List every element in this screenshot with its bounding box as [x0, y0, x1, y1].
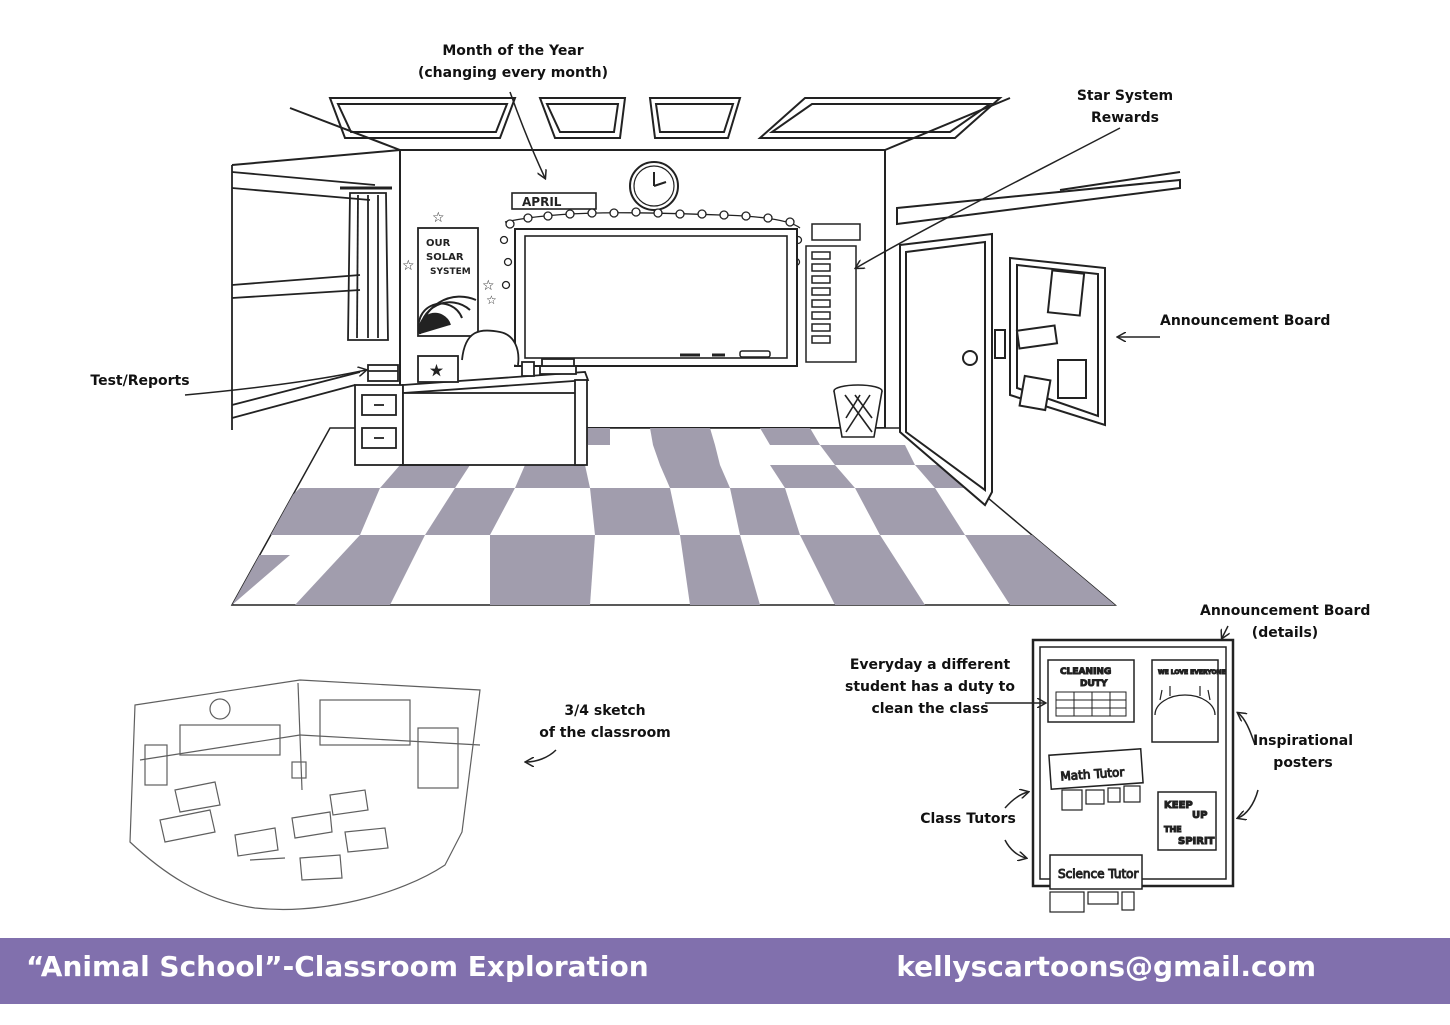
svg-text:CLEANING: CLEANING [1060, 667, 1111, 677]
svg-text:OUR: OUR [426, 238, 451, 249]
svg-text:APRIL: APRIL [522, 195, 562, 209]
label-class-tutors: Class Tutors [920, 811, 1016, 827]
label-announcement-board: Announcement Board [1160, 313, 1331, 329]
callout-arrows [184, 91, 1259, 858]
label-inspirational-posters: Inspirational posters [1252, 733, 1353, 771]
footer-email: kellyscartoons@gmail.com [896, 950, 1316, 983]
month-sign: APRIL [511, 192, 597, 210]
svg-text:UP: UP [1192, 810, 1207, 821]
svg-text:☆: ☆ [432, 210, 445, 226]
board-details-illustration: CLEANING DUTY WE LOVE EVERYONE Math Tuto… [1031, 638, 1235, 913]
svg-text:☆: ☆ [486, 293, 497, 307]
label-star-system: Star System Rewards [1076, 88, 1174, 126]
door [899, 232, 1006, 507]
star-reward-chart [805, 223, 861, 363]
whiteboard [514, 228, 798, 367]
window [231, 165, 392, 430]
teacher-desk: ☆ [354, 329, 590, 466]
svg-text:KEEP: KEEP [1164, 800, 1193, 811]
svg-text:☆: ☆ [482, 278, 495, 294]
svg-text:THE: THE [1164, 825, 1182, 834]
svg-text:SPIRIT: SPIRIT [1178, 836, 1215, 847]
label-board-details: Announcement Board (details) [1200, 603, 1371, 641]
label-month-of-year: Month of the Year (changing every month) [417, 43, 608, 81]
svg-text:DUTY: DUTY [1080, 679, 1108, 689]
svg-text:SOLAR: SOLAR [426, 252, 464, 263]
label-test-reports: Test/Reports [90, 373, 190, 389]
svg-text:☆: ☆ [432, 366, 441, 377]
ceiling [289, 97, 1011, 151]
label-cleaning-duty: Everyday a different student has a duty … [845, 657, 1015, 717]
footer-bar: “Animal School”-Classroom Exploration ke… [0, 938, 1450, 1004]
svg-text:☆: ☆ [402, 258, 415, 274]
svg-text:Science Tutor: Science Tutor [1058, 867, 1138, 881]
label-sketch: 3/4 sketch of the classroom [539, 703, 671, 741]
room-announcement-board [1009, 256, 1106, 427]
trash-basket [833, 384, 883, 438]
clock-icon [629, 161, 679, 211]
svg-text:SYSTEM: SYSTEM [430, 267, 471, 277]
svg-text:Math Tutor: Math Tutor [1060, 765, 1125, 783]
svg-text:WE LOVE EVERYONE: WE LOVE EVERYONE [1158, 669, 1226, 676]
classroom-sketch [129, 679, 481, 911]
footer-title: “Animal School”-Classroom Exploration [26, 950, 649, 983]
solar-system-poster: OUR SOLAR SYSTEM ☆ ☆ ☆ ☆ [402, 210, 497, 337]
